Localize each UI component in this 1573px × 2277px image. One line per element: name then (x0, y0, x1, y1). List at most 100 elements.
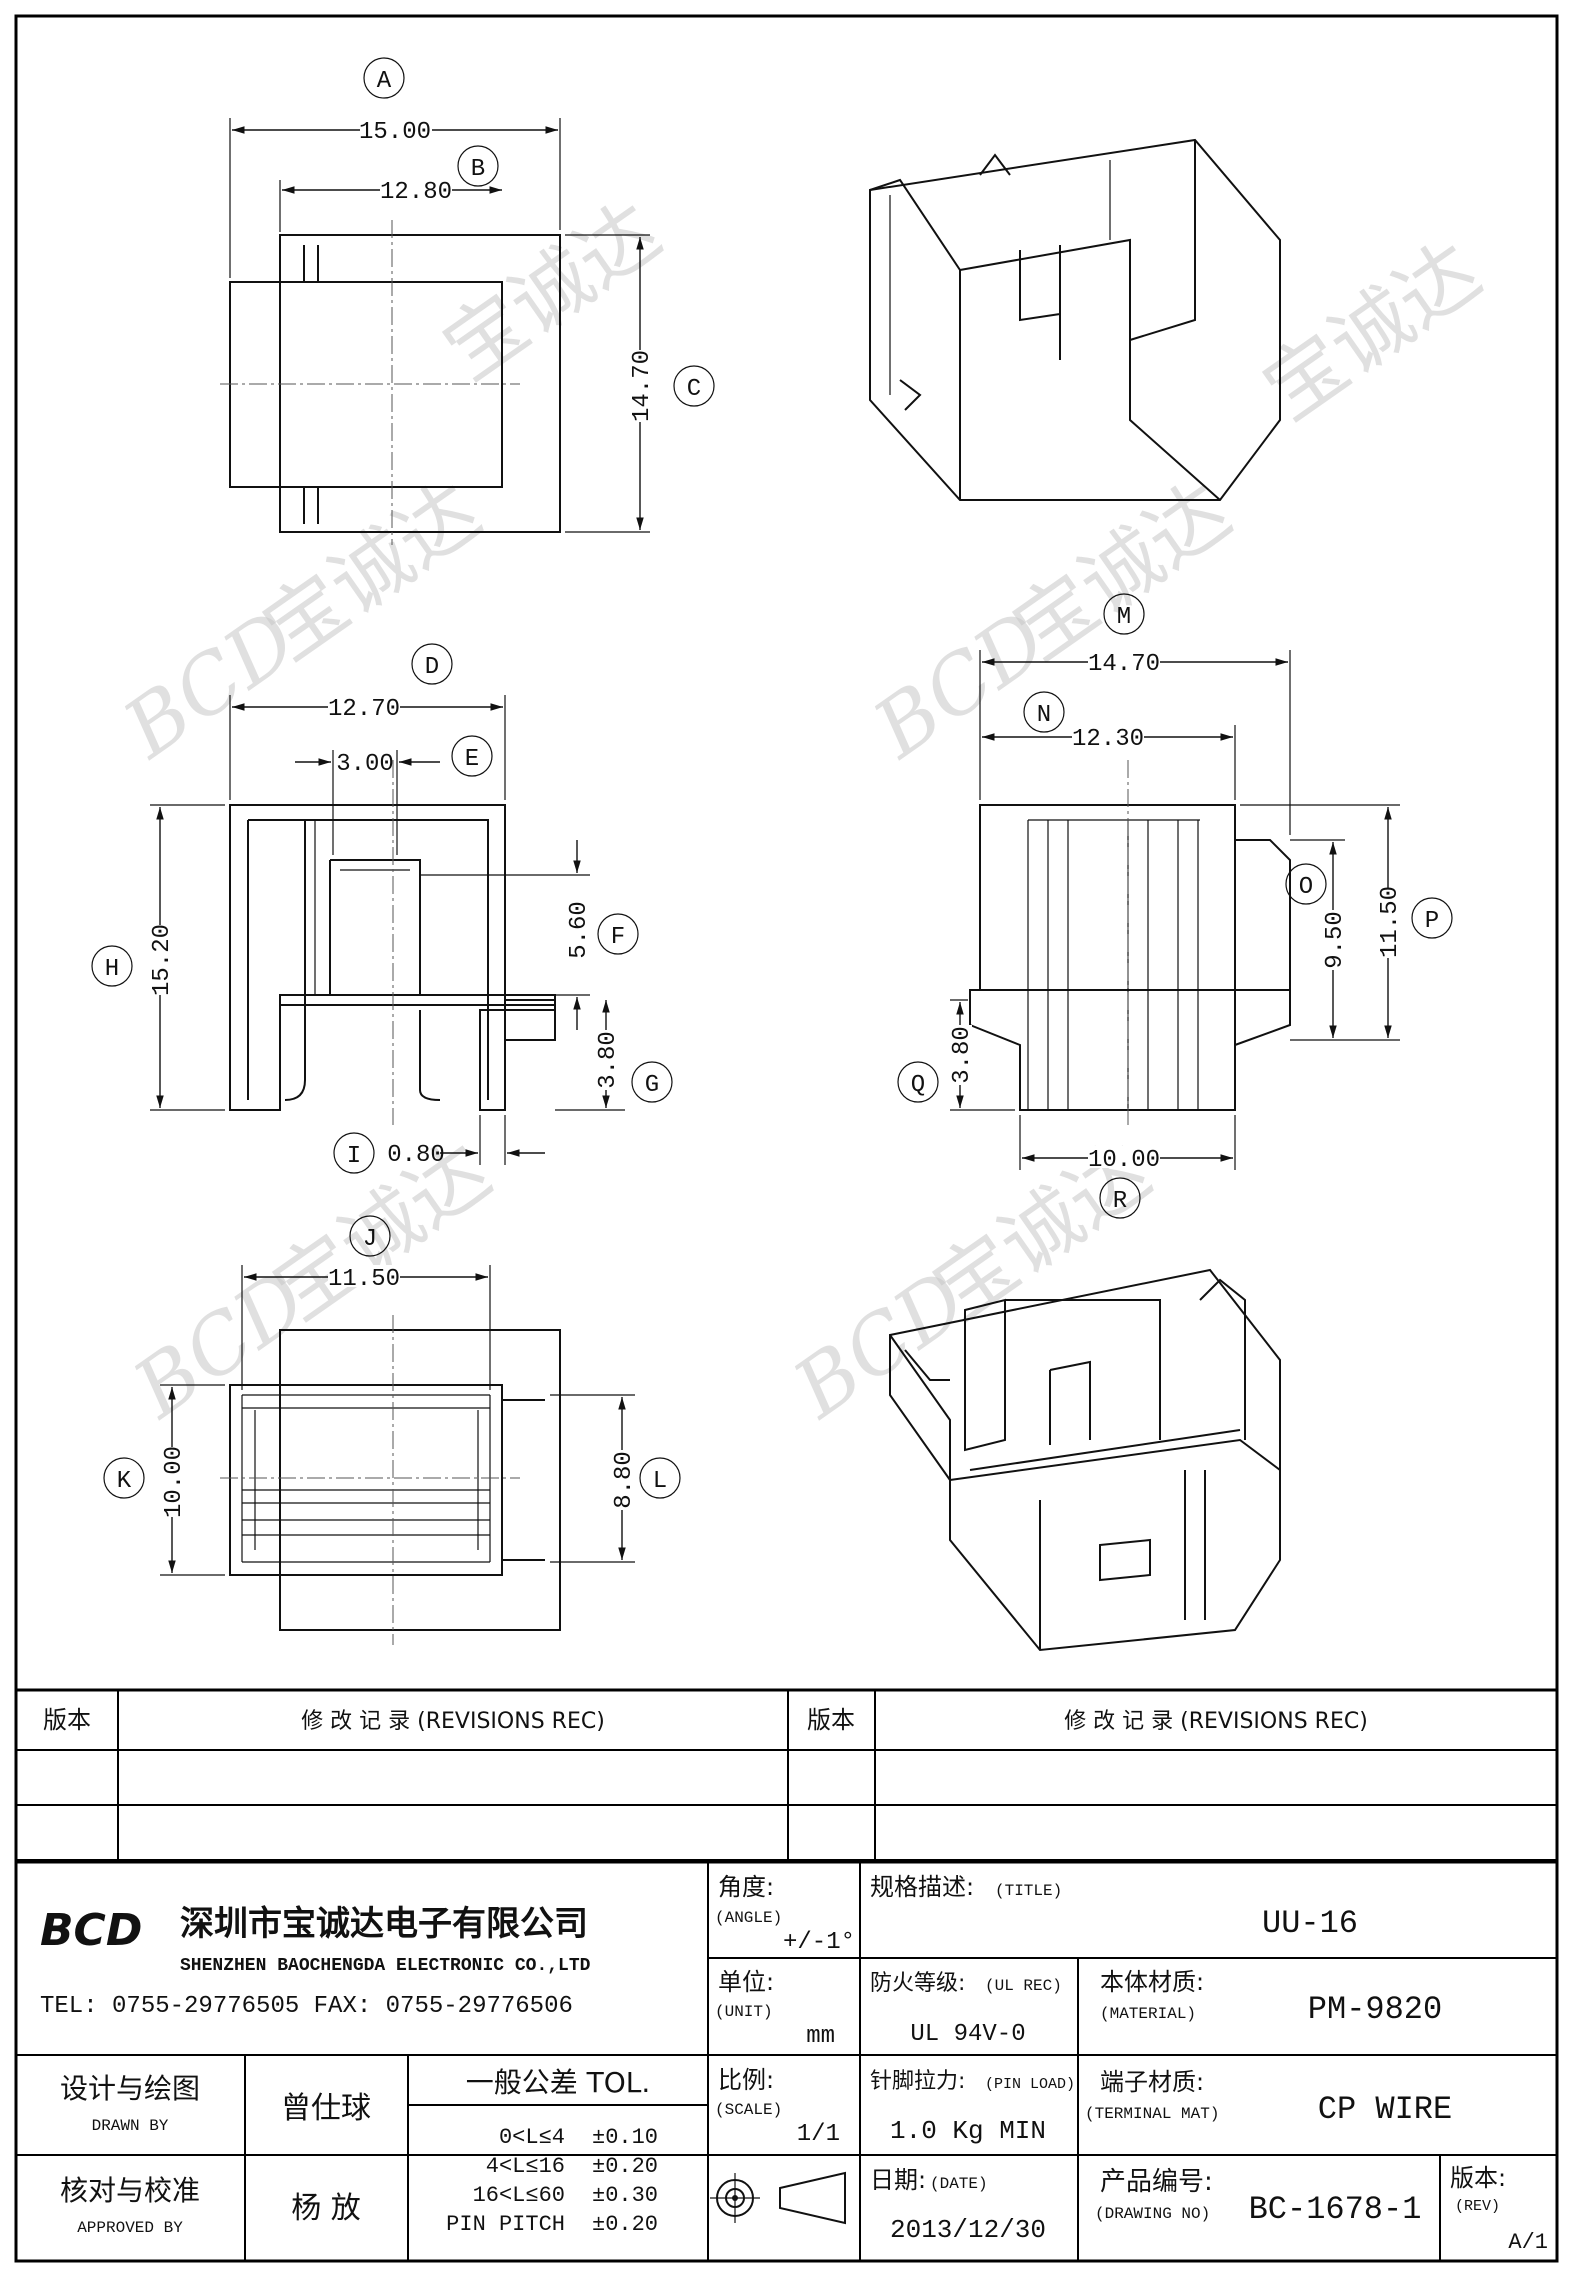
dim-o-tag: O (1299, 874, 1313, 901)
company-name-cn: 深圳市宝诚达电子有限公司 (180, 1904, 588, 1944)
svg-text:端子材质:: 端子材质: (1100, 2068, 1204, 2096)
svg-text:日期:: 日期: (870, 2166, 926, 2194)
svg-text:针脚拉力:: 针脚拉力: (870, 2069, 965, 2094)
unit-value: mm (806, 2023, 835, 2050)
svg-text:(DRAWING NO): (DRAWING NO) (1095, 2205, 1210, 2223)
dim-k-value: 10.00 (161, 1446, 188, 1518)
dim-d-tag: D (425, 654, 439, 681)
dim-r-tag: R (1113, 1188, 1127, 1215)
front-view: 12.70 D 3.00 E 5.60 F 3.80 G 15.20 H (91, 643, 673, 1174)
svg-text:版本:: 版本: (1450, 2164, 1506, 2192)
iso-view-bottom-right (889, 1268, 1281, 1652)
svg-text:产品编号:: 产品编号: (1100, 2167, 1213, 2197)
dim-f-tag: F (611, 924, 625, 951)
svg-text:防火等级:: 防火等级: (870, 1971, 965, 1996)
svg-text:(DATE): (DATE) (930, 2175, 988, 2193)
dim-h-value: 15.20 (149, 924, 176, 996)
svg-text:DRAWN BY: DRAWN BY (92, 2117, 169, 2135)
rev-col1-head: 版本 (43, 1706, 91, 1734)
dim-i-tag: I (347, 1143, 361, 1170)
dim-b-tag: B (471, 156, 485, 183)
svg-text:±0.30: ±0.30 (592, 2183, 658, 2208)
bottom-view: 11.50 J 10.00 K 8.80 L (103, 1215, 681, 1645)
dim-o-value: 9.50 (1322, 911, 1349, 969)
svg-text:(REV): (REV) (1455, 2198, 1500, 2215)
svg-text:±0.20: ±0.20 (592, 2154, 658, 2179)
tol-head: 一般公差 TOL. (466, 2066, 651, 2099)
tol-rows: 0<L≤4 ±0.10 4<L≤16 ±0.20 16<L≤60 ±0.30 P… (446, 2125, 658, 2237)
dim-j-tag: J (363, 1226, 377, 1253)
dim-i-value: 0.80 (387, 1142, 445, 1169)
svg-text:规格描述:: 规格描述: (870, 1873, 974, 1901)
dim-n-tag: N (1037, 702, 1051, 729)
dim-p-value: 11.50 (1377, 886, 1404, 958)
dim-r-value: 10.00 (1088, 1147, 1160, 1174)
svg-text:(ANGLE): (ANGLE) (715, 1909, 782, 1927)
ul-value: UL 94V-0 (910, 2021, 1025, 2048)
scale-value: 1/1 (797, 2121, 840, 2148)
svg-text:设计与绘图: 设计与绘图 (60, 2072, 200, 2105)
svg-text:APPROVED BY: APPROVED BY (77, 2219, 183, 2237)
dim-q-tag: Q (911, 1072, 925, 1099)
material-value: PM-9820 (1308, 1991, 1442, 2028)
dim-a-value: 15.00 (359, 119, 431, 146)
title-block: BCD 深圳市宝诚达电子有限公司 SHENZHEN BAOCHENGDA ELE… (16, 1862, 1557, 2261)
dim-a-tag: A (377, 68, 392, 95)
dim-b-value: 12.80 (380, 179, 452, 206)
dim-f-value: 5.60 (566, 901, 593, 959)
dim-g-tag: G (645, 1072, 659, 1099)
angle-value: +/-1° (783, 1929, 855, 1956)
title-value: UU-16 (1262, 1905, 1358, 1942)
rev-value: A/1 (1508, 2230, 1548, 2255)
top-view: 15.00 A 12.80 B 14.70 C (220, 57, 715, 545)
dim-m-tag: M (1117, 604, 1131, 631)
svg-text:(MATERIAL): (MATERIAL) (1100, 2005, 1196, 2023)
svg-text:宝诚达: 宝诚达 (997, 464, 1247, 678)
iso-view-top-right (869, 138, 1281, 501)
svg-text:±0.10: ±0.10 (592, 2125, 658, 2150)
dim-e-value: 3.00 (336, 751, 394, 778)
rev-col4-head: 修 改 记 录 (REVISIONS REC) (1064, 1709, 1368, 1734)
approved-value: 杨 放 (291, 2191, 361, 2226)
svg-text:0<L≤4: 0<L≤4 (499, 2125, 565, 2150)
dim-l-tag: L (653, 1468, 667, 1495)
svg-text:±0.20: ±0.20 (592, 2212, 658, 2237)
sheet-border (14, 14, 1559, 2263)
svg-text:单位:: 单位: (718, 1968, 774, 1996)
dim-c-value: 14.70 (629, 350, 656, 422)
company-name-en: SHENZHEN BAOCHENGDA ELECTRONIC CO.,LTD (180, 1956, 591, 1976)
dim-g-value: 3.80 (595, 1031, 622, 1089)
side-view: 14.70 M 12.30 N 9.50 O 11.50 P 3.80 Q (897, 593, 1453, 1219)
svg-text:宝诚达: 宝诚达 (257, 1124, 507, 1338)
drawing-no-value: BC-1678-1 (1249, 2191, 1422, 2228)
svg-text:比例:: 比例: (718, 2066, 774, 2094)
rev-col3-head: 版本 (807, 1706, 855, 1734)
svg-text:16<L≤60: 16<L≤60 (473, 2183, 565, 2208)
dim-d-value: 12.70 (328, 696, 400, 723)
watermark: BCD 宝诚达 BCD 宝诚达 BCD 宝诚达 BCD 宝诚达 宝诚达 宝诚达 (106, 184, 1497, 1436)
dim-n-value: 12.30 (1072, 726, 1144, 753)
company-logo: BCD (40, 1905, 142, 1956)
terminal-value: CP WIRE (1318, 2091, 1452, 2128)
dim-e-tag: E (465, 746, 479, 773)
date-value: 2013/12/30 (890, 2215, 1046, 2245)
revision-table: 版本 修 改 记 录 (REVISIONS REC) 版本 修 改 记 录 (R… (16, 1688, 1557, 1864)
dim-q-value: 3.80 (949, 1026, 976, 1084)
svg-text:(TITLE): (TITLE) (995, 1882, 1062, 1900)
svg-text:核对与校准: 核对与校准 (60, 2174, 200, 2207)
dim-m-value: 14.70 (1088, 651, 1160, 678)
svg-text:宝诚达: 宝诚达 (1247, 224, 1497, 438)
dim-l-value: 8.80 (611, 1451, 638, 1509)
svg-text:宝诚达: 宝诚达 (247, 464, 497, 678)
svg-text:(PIN LOAD): (PIN LOAD) (985, 2076, 1075, 2093)
dim-h-tag: H (105, 956, 119, 983)
company-contact: TEL: 0755-29776505 FAX: 0755-29776506 (40, 1993, 573, 2020)
svg-text:(UNIT): (UNIT) (715, 2003, 773, 2021)
svg-text:(SCALE): (SCALE) (715, 2101, 782, 2119)
dim-p-tag: P (1425, 908, 1439, 935)
svg-text:(UL REC): (UL REC) (985, 1977, 1062, 1995)
dim-k-tag: K (117, 1468, 132, 1495)
svg-text:4<L≤16: 4<L≤16 (486, 2154, 565, 2179)
projection-symbol (710, 2171, 846, 2225)
